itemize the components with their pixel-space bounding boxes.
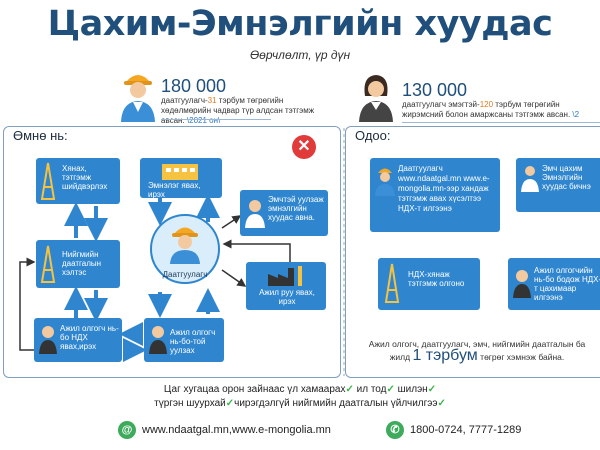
employer-icon <box>39 326 57 354</box>
now-employer-box: Ажил олгогчийн нь-бо бодож НДХ-т цахимаа… <box>508 258 600 310</box>
tower-icon <box>384 263 400 303</box>
female-worker-icon <box>359 75 393 122</box>
male-worker-icon <box>121 75 155 122</box>
worker-icon <box>170 227 200 264</box>
page-subtitle: Өөрчлөлт, үр дүн <box>249 48 351 62</box>
stat-number-2: 130 000 <box>402 80 468 100</box>
page-title: Цахим-Эмнэлгийн хуудас <box>47 4 553 44</box>
phone-icon: ✆ <box>386 421 404 439</box>
phones-text: 1800-0724, 7777-1289 <box>410 424 522 436</box>
stat-underline-1 <box>161 119 271 120</box>
check-icon: ✓ <box>427 384 437 395</box>
hospital-icon <box>162 164 198 180</box>
doctor-icon <box>245 200 265 228</box>
now-insured-box: Даатгуулагч www.ndaatgal.mn www.e-mongol… <box>370 158 500 232</box>
at-icon: @ <box>118 421 136 439</box>
employer-social-box: Ажил олгогч нь-бо НДХ явах,ирэх <box>34 318 122 362</box>
now-ndh-box: НДХ-хянаж тэтгэмж олгоно <box>378 258 480 310</box>
benefits-line-2: түргэн шуурхай✓чирэгдэлгүй нийгмийн даат… <box>154 398 446 409</box>
check-icon: ✓ <box>225 398 235 409</box>
tower-icon <box>40 162 56 200</box>
factory-icon <box>268 266 302 286</box>
employer-meet-box: Ажил олгогч нь-бо-той уулзах <box>144 318 224 362</box>
stat-number-1: 180 000 <box>161 76 227 96</box>
before-title: Өмнө нь: <box>10 128 71 143</box>
websites-text: www.ndaatgal.mn,www.e-mongolia.mn <box>142 424 331 436</box>
stat-description-1: даатгуулагч-31 тэрбум төгрөгийн хөдөлмөр… <box>161 96 315 125</box>
review-box: Хянах, тэтгэмж шийдвэрлэх <box>36 158 120 204</box>
insured-circle <box>150 214 220 284</box>
work-box: Ажил руу явах, ирэх <box>246 262 326 310</box>
check-icon: ✓ <box>386 384 395 395</box>
doctor-icon <box>521 166 539 192</box>
stat-underline-2 <box>402 122 600 123</box>
social-box: Нийгмийн даатгалын хэлтэс <box>36 240 120 288</box>
employer-icon <box>149 326 167 354</box>
tower-icon <box>40 245 56 283</box>
employer-icon <box>513 270 531 298</box>
doctor-box: Эмчтэй уулзаж эмнэлгийн хуудас авна. <box>240 190 328 236</box>
worker-icon <box>375 168 395 196</box>
now-doctor-box: Эмч цахим Эмнэлгийн хуудас бичнэ <box>516 158 600 212</box>
savings-note: Ажил олгогч, даатгуулагч, эмч, нийгмийн … <box>368 339 586 364</box>
insured-label: Даатгуулагч <box>162 270 208 279</box>
benefits-line-1: Цаг хугацаа орон зайнаас үл хамаарах✓ ил… <box>163 384 437 395</box>
stat-description-2: даатгуулагч эмэгтэй-120 тэрбум төгрөгийн… <box>402 100 580 119</box>
check-icon: ✓ <box>437 398 446 409</box>
cross-icon: ✕ <box>292 135 316 159</box>
check-icon: ✓ <box>345 384 354 395</box>
hospital-box: Эмнэлэг явах, ирэх <box>140 158 222 198</box>
now-title: Одоо: <box>352 128 394 143</box>
